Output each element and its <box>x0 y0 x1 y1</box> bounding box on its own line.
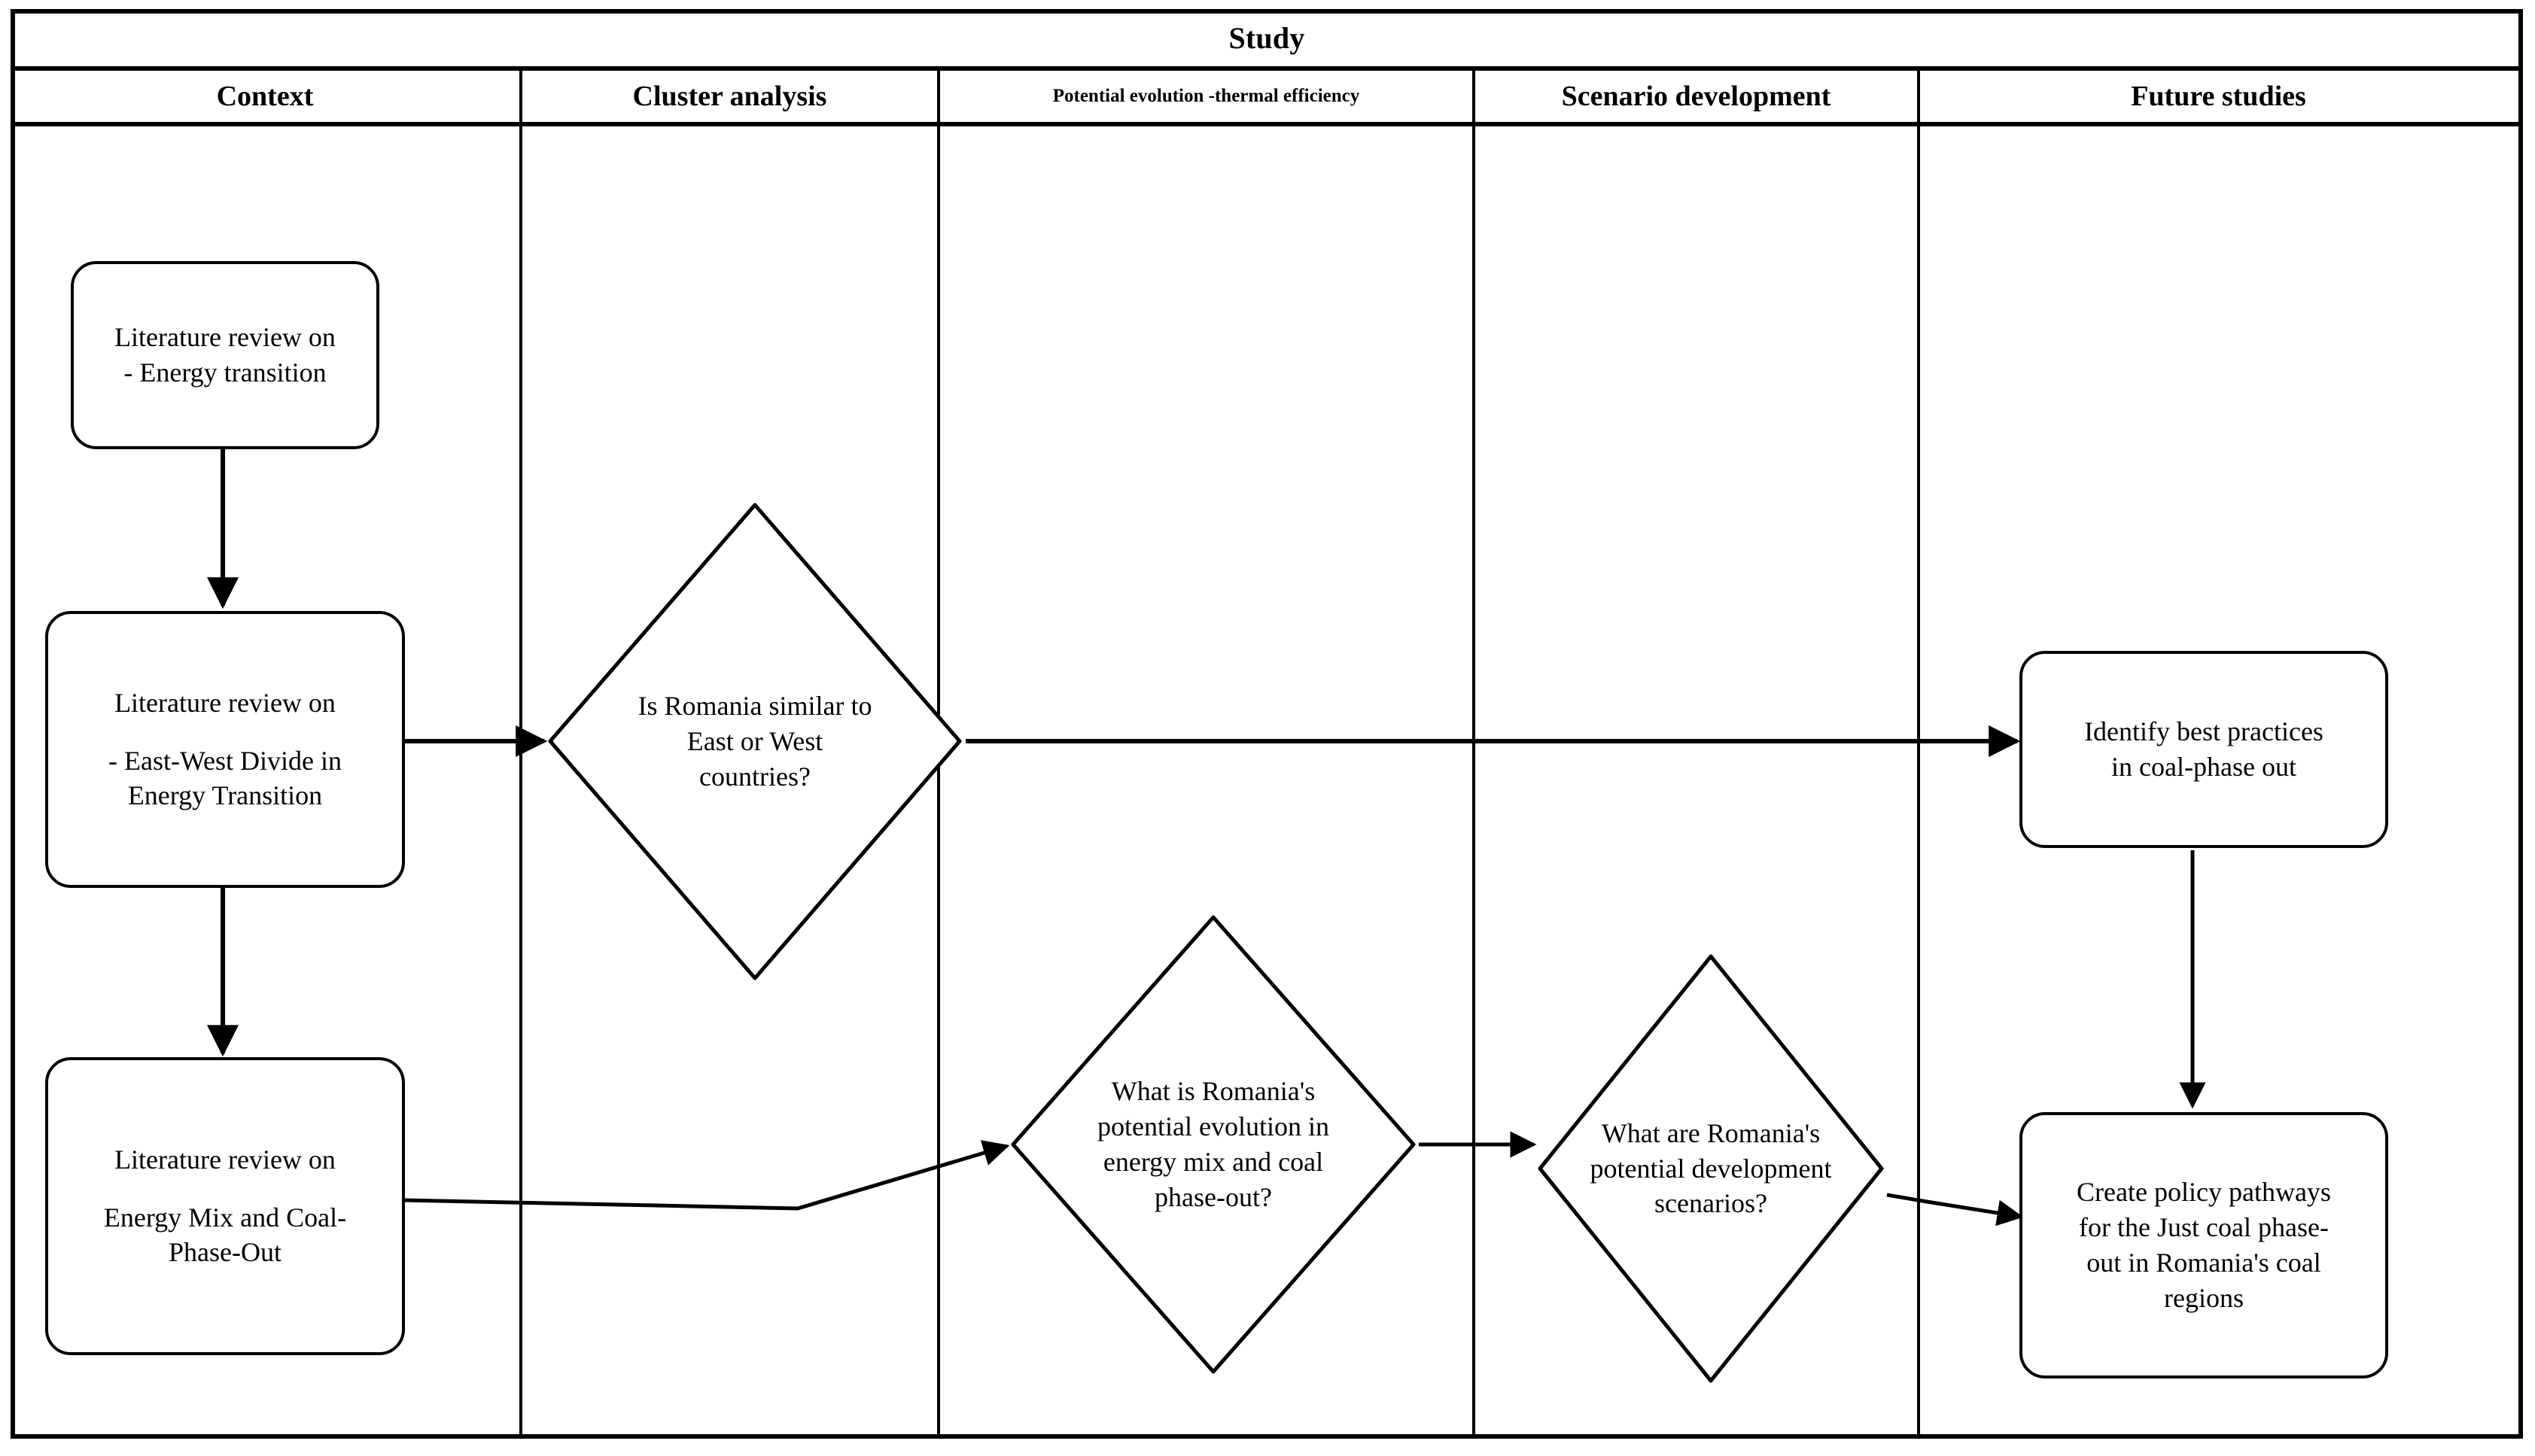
node-line: Energy Transition <box>127 780 323 811</box>
page-title: Study <box>1228 20 1305 55</box>
study-title-band: Study <box>11 9 2523 71</box>
column-header-potential-evolution-label: Potential evolution -thermal efficiency <box>1052 86 1360 106</box>
node-line: - Energy transition <box>123 357 327 388</box>
column-header-scenario-development: Scenario development <box>1472 71 1917 122</box>
column-divider-4 <box>1917 126 1920 1434</box>
diamond-shape <box>544 499 966 984</box>
node-romania-similar-decision[interactable]: Is Romania similar to East or West count… <box>544 499 966 984</box>
node-line: regions <box>2164 1282 2244 1313</box>
node-line: in coal-phase out <box>2111 752 2296 782</box>
node-line: for the Just coal phase- <box>2079 1212 2329 1243</box>
column-header-row: Context Cluster analysis Potential evolu… <box>11 71 2523 126</box>
node-create-policy-pathways[interactable]: Create policy pathways for the Just coal… <box>2019 1112 2388 1378</box>
node-identify-best-practices[interactable]: Identify best practices in coal-phase ou… <box>2019 651 2388 848</box>
node-development-scenarios-decision[interactable]: What are Romania's potential development… <box>1534 950 1888 1387</box>
column-header-scenario-development-label: Scenario development <box>1561 81 1831 112</box>
column-divider-3 <box>1472 126 1475 1434</box>
node-lit-review-energy-transition[interactable]: Literature review on - Energy transition <box>71 261 379 449</box>
node-line: Literature review on <box>114 687 336 718</box>
edge-scenario-to-policy-pathways <box>1886 1193 2024 1227</box>
diamond-shape <box>1007 911 1420 1378</box>
node-line: Energy Mix and Coal- <box>103 1202 347 1233</box>
node-line: Literature review on <box>114 1144 336 1175</box>
edge-lit3-to-potential-decision <box>403 1140 1010 1211</box>
node-lit-review-east-west-divide[interactable]: Literature review on - East-West Divide … <box>45 611 405 888</box>
column-header-cluster-analysis-label: Cluster analysis <box>632 81 827 112</box>
column-divider-1 <box>519 126 522 1434</box>
node-line: - East-West Divide in <box>108 745 342 776</box>
node-line: Literature review on <box>114 322 336 353</box>
column-header-potential-evolution: Potential evolution -thermal efficiency <box>937 71 1472 122</box>
node-lit-review-energy-mix-coal[interactable]: Literature review on Energy Mix and Coal… <box>45 1057 405 1355</box>
column-divider-2 <box>937 126 940 1434</box>
column-header-cluster-analysis: Cluster analysis <box>519 71 937 122</box>
node-line: Create policy pathways <box>2077 1177 2331 1208</box>
node-line: Phase-Out <box>169 1237 281 1268</box>
node-potential-evolution-decision[interactable]: What is Romania's potential evolution in… <box>1007 911 1420 1378</box>
diamond-shape <box>1534 950 1888 1387</box>
column-header-future-studies: Future studies <box>1917 71 2517 122</box>
column-header-context-label: Context <box>216 81 314 112</box>
table-frame <box>11 9 2523 1439</box>
column-header-context: Context <box>11 71 519 122</box>
node-line: Identify best practices <box>2084 716 2323 747</box>
node-line: out in Romania's coal <box>2086 1248 2321 1278</box>
column-header-future-studies-label: Future studies <box>2131 81 2306 112</box>
